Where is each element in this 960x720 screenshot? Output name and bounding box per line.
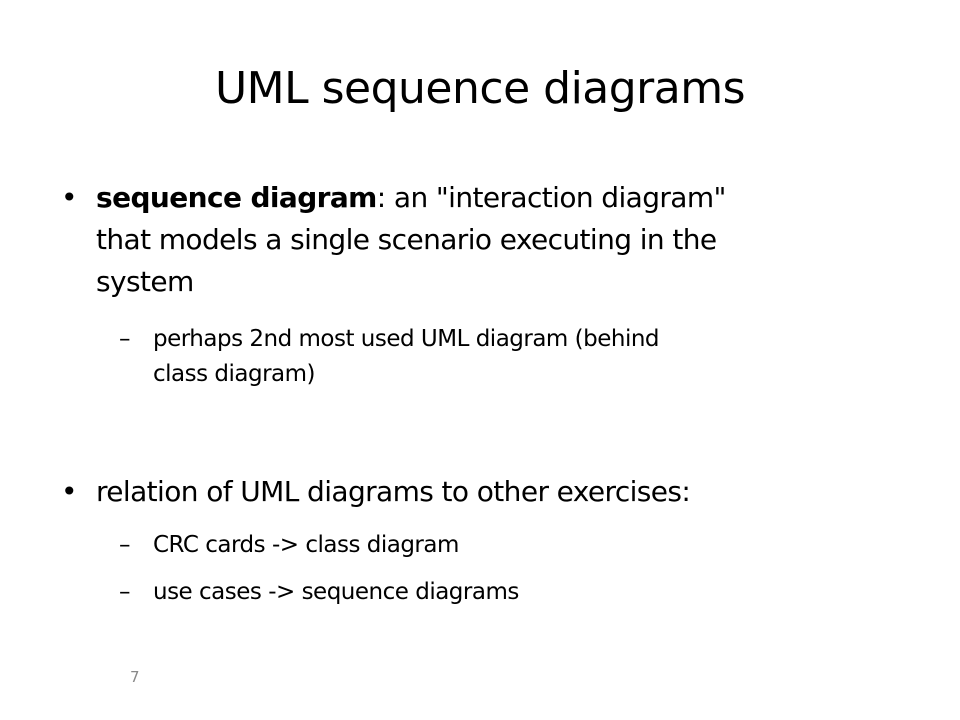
bullet-text: : an "interaction diagram"	[376, 181, 727, 214]
sub-bullet-item: – use cases -> sequence diagrams	[119, 575, 519, 610]
sub-bullet-text: CRC cards -> class diagram	[153, 532, 459, 558]
sub-bullet-text: use cases -> sequence diagrams	[153, 579, 519, 605]
sub-bullet-text: perhaps 2nd most used UML diagram (behin…	[153, 326, 660, 352]
page-number: 7	[130, 668, 140, 686]
sub-bullet-continuation: class diagram)	[153, 357, 316, 392]
dash-marker: –	[119, 579, 131, 605]
slide-title: UML sequence diagrams	[214, 63, 746, 114]
dash-marker: –	[119, 326, 131, 352]
bullet-text: relation of UML diagrams to other exerci…	[96, 475, 691, 508]
bullet-continuation: system	[96, 261, 194, 303]
bullet-marker: •	[61, 475, 78, 508]
sub-bullet-item: – CRC cards -> class diagram	[119, 528, 459, 563]
bullet-text: that models a single scenario executing …	[96, 223, 717, 256]
bullet-item-sequence-diagram: • sequence diagram: an "interaction diag…	[61, 177, 727, 219]
bullet-term: sequence diagram	[96, 181, 377, 214]
sub-bullet-text: class diagram)	[153, 361, 316, 387]
bullet-continuation: that models a single scenario executing …	[96, 219, 717, 261]
bullet-marker: •	[61, 181, 78, 214]
bullet-text: system	[96, 265, 194, 298]
dash-marker: –	[119, 532, 131, 558]
sub-bullet-item: – perhaps 2nd most used UML diagram (beh…	[119, 322, 660, 357]
bullet-item-relation: • relation of UML diagrams to other exer…	[61, 471, 691, 513]
